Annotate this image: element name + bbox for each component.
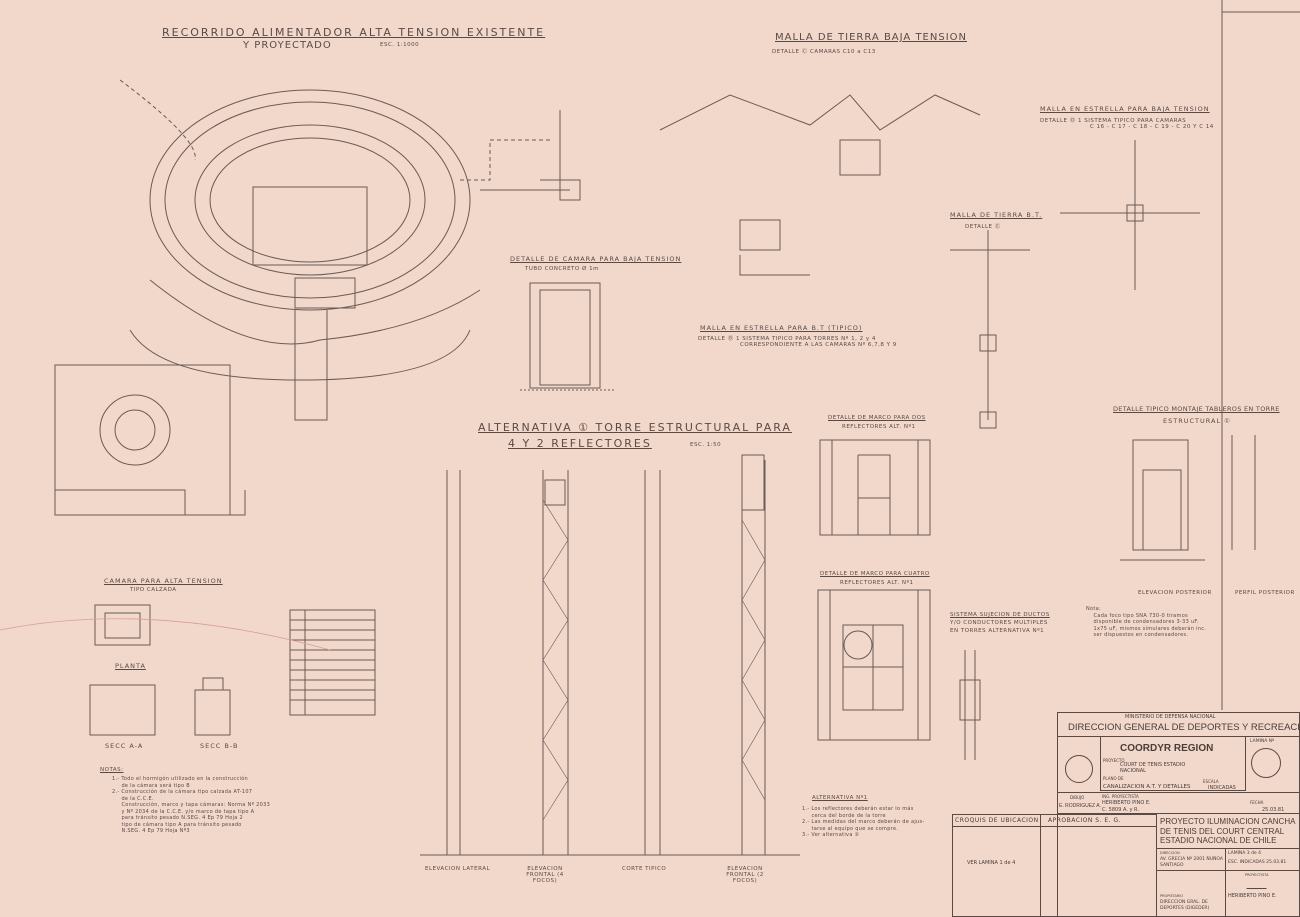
torre-title-1: ALTERNATIVA ① TORRE ESTRUCTURAL PARA — [478, 421, 792, 434]
marco-cuatro-title: DETALLE DE MARCO PARA CUATRO — [820, 571, 930, 577]
propietario-label: PROPIETARIO — [1160, 894, 1184, 898]
camara-at-title: CAMARA PARA ALTA TENSION — [104, 577, 223, 585]
proyecto-label: PROYECTO — [1103, 758, 1125, 763]
malla-tierra-e-subtitle: DETALLE Ⓔ — [965, 224, 1001, 230]
torre-scale: ESC. 1:50 — [690, 442, 722, 448]
ministry: MINISTERIO DE DEFENSA NACIONAL — [1125, 714, 1216, 720]
stadium-scale: ESC. 1:1000 — [380, 42, 420, 48]
esc-value: ESC. INDICADAS 25.03.81 — [1228, 860, 1287, 865]
tableros-view-1: ELEVACION POSTERIOR — [1138, 590, 1212, 596]
dibujo-value: E. RODRIGUEZ A. — [1059, 803, 1101, 809]
proyectista-value: HERIBERTO PINO E. — [1228, 893, 1277, 899]
alternativa-notes-title: ALTERNATIVA Nº1 — [812, 795, 868, 801]
malla-estrella-line1: DETALLE Ⓓ 1 SISTEMA TIPICO PARA CAMARAS — [1040, 118, 1187, 124]
propietario-value: DIRECCION GRAL. DE DEPORTES (DIGEDER) — [1160, 900, 1210, 911]
malla-estrella-tipico-title: MALLA EN ESTRELLA PARA B.T (TIPICO) — [700, 324, 863, 332]
elevation-label: ELEVACION FRONTAL (2 FOCOS) — [726, 866, 764, 884]
elevation-label: ELEVACION LATERAL — [425, 866, 491, 872]
notas-text: 1.- Todo el hormigón utilizado en la con… — [112, 776, 271, 834]
proyectista-label: PROYECTISTA — [1245, 873, 1269, 877]
ver-lamina: VER LAMINA 1 de 4 — [967, 860, 1016, 866]
elevation-label: ELEVACION FRONTAL (4 FOCOS) — [526, 866, 564, 884]
tableros-view-2: PERFIL POSTERIOR — [1235, 590, 1295, 596]
alternativa-notes-text: 1.- Los reflectores deberán estar lo más… — [802, 806, 925, 838]
elevation-label: CORTE TIPICO — [622, 866, 667, 872]
lamina-value: LAMINA 3 de 4 — [1228, 851, 1261, 856]
marco-dos-subtitle: REFLECTORES ALT. Nº1 — [842, 424, 916, 430]
malla-estrella-title: MALLA EN ESTRELLA PARA BAJA TENSION — [1040, 105, 1210, 113]
tower-elevations — [420, 454, 800, 856]
stadium-title: RECORRIDO ALIMENTADOR ALTA TENSION EXIST… — [162, 26, 546, 39]
ing-reg: C. 5809 A. y R. — [1102, 807, 1139, 813]
ductos-line2: EN TORRES ALTERNATIVA Nº1 — [950, 628, 1045, 634]
fecha-label: FECHA — [1250, 800, 1264, 805]
secc-a-label: SECC A-A — [105, 742, 144, 750]
planta-label: PLANTA — [115, 662, 146, 670]
notas-title: NOTAS: — [100, 767, 124, 773]
marco-cuatro-subtitle: REFLECTORES ALT. Nº1 — [840, 580, 914, 586]
malla-estrella-tipico-line2: CORRESPONDIENTE A LAS CAMARAS Nº 6,7,8 Y… — [740, 342, 897, 348]
stadium-subtitle: Y PROYECTADO — [243, 40, 332, 51]
agency: DIRECCION GENERAL DE DEPORTES Y RECREACI… — [1068, 722, 1300, 733]
secc-b-label: SECC B-B — [200, 742, 239, 750]
camara-at-subtitle: TIPO CALZADA — [130, 587, 177, 593]
ductos-line1: Y/O CONDUCTORES MULTIPLES — [950, 620, 1048, 626]
lamina-circle-icon — [1251, 748, 1281, 778]
lamina-label: LAMINA Nº — [1250, 739, 1275, 744]
tableros-subtitle: ESTRUCTURAL ① — [1163, 417, 1231, 425]
dibujo-label: DIBUJO — [1070, 795, 1085, 800]
escala-label: ESCALA — [1203, 779, 1219, 784]
camara-bt-subtitle: TUBO CONCRETO Ø 1m — [525, 266, 599, 272]
marco-dos-title: DETALLE DE MARCO PARA DOS — [828, 415, 926, 421]
project-title: PROYECTO ILUMINACION CANCHA DE TENIS DEL… — [1160, 817, 1295, 845]
malla-tierra-e-title: MALLA DE TIERRA B.T. — [950, 211, 1043, 219]
camara-bt-title: DETALLE DE CAMARA PARA BAJA TENSION — [510, 255, 682, 263]
plano-label: PLANO DE — [1103, 776, 1124, 781]
ing-value: HERIBERTO PINO E. — [1102, 800, 1151, 806]
torre-title-2: 4 Y 2 REFLECTORES — [508, 437, 652, 450]
croquis-label: CROQUIS DE UBICACION — [955, 817, 1039, 824]
fecha-value: 25.03.81 — [1262, 807, 1285, 813]
malla-tierra-subtitle: DETALLE Ⓒ CAMARAS C10 a C13 — [772, 49, 876, 55]
stadium-plan — [54, 79, 550, 516]
malla-estrella-tipico-line1: DETALLE Ⓑ 1 SISTEMA TIPICO PARA TORRES N… — [698, 336, 876, 342]
emblem-icon — [1065, 755, 1093, 783]
direccion-label: DIRECCION — [1160, 851, 1180, 855]
direccion-value: AV. GRECIA Nº 2001 ÑUÑOA SANTIAGO — [1160, 857, 1223, 868]
tableros-note: Nota: Cada foco tipo SNA 730-0 tiramos d… — [1086, 606, 1207, 638]
escala-value: INDICADAS — [1208, 785, 1236, 791]
ing-label: ING. PROYECTISTA — [1102, 794, 1139, 799]
aprobacion-label: APROBACION S. E. G. — [1048, 817, 1122, 824]
tableros-title: DETALLE TIPICO MONTAJE TABLEROS EN TORRE — [1113, 405, 1280, 413]
plano-value: CANALIZACION A.T. Y DETALLES — [1103, 784, 1191, 790]
malla-estrella-line2: C 16 - C 17 - C 18 - C 19 - C 20 Y C 14 — [1090, 124, 1214, 130]
signature-icon — [1246, 880, 1270, 889]
ductos-title: SISTEMA SUJECION DE DUCTOS — [950, 612, 1050, 618]
proyecto-value: COURT DE TENIS ESTADIO NACIONAL — [1120, 762, 1186, 774]
malla-tierra-title: MALLA DE TIERRA BAJA TENSION — [775, 32, 967, 43]
region: COORDYR REGION — [1120, 743, 1214, 754]
